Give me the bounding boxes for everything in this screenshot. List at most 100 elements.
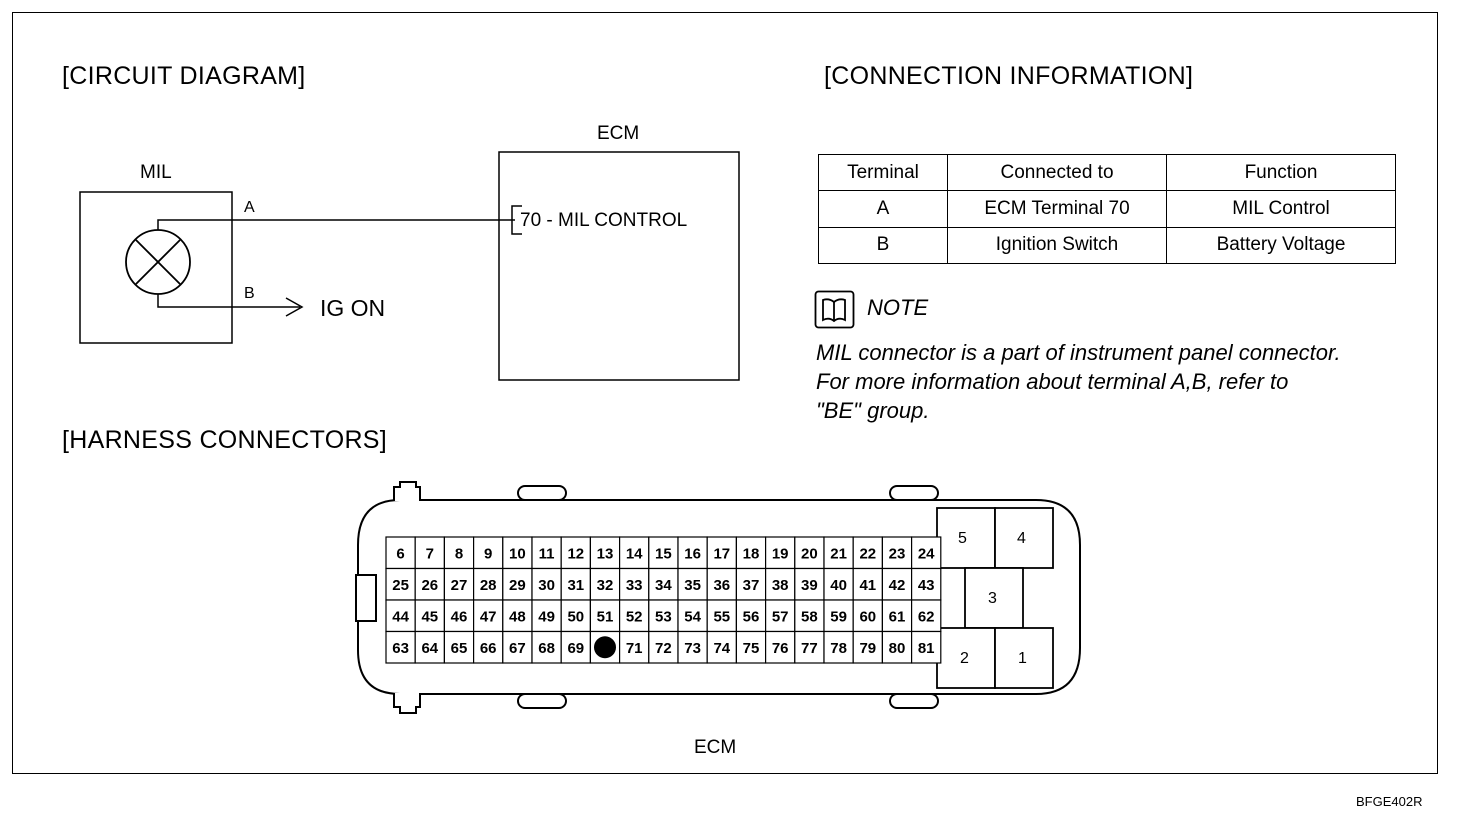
- table-row: B Ignition Switch Battery Voltage: [818, 226, 1396, 265]
- pin-cell: [735, 536, 767, 570]
- figure-code: BFGE402R: [1356, 794, 1423, 809]
- connector-latch-top: [393, 481, 421, 501]
- pin-number: 69: [567, 640, 584, 657]
- diagram-frame: [12, 12, 1438, 774]
- pin-number: 81: [918, 640, 935, 657]
- connector-tab: [517, 693, 567, 709]
- pin-number: 51: [597, 608, 614, 625]
- ig-on-label: IG ON: [320, 295, 386, 321]
- pin-cell: [648, 567, 679, 601]
- pin-cell: [473, 630, 504, 664]
- pin-number: 57: [772, 608, 789, 625]
- pin-number: 34: [655, 577, 672, 594]
- pin-cell: [823, 599, 854, 633]
- pin-number: 27: [451, 577, 468, 594]
- pin-number: 8: [455, 545, 463, 562]
- pin-number: 32: [597, 577, 614, 594]
- pin-cell: [385, 630, 416, 664]
- pin-number: 30: [538, 577, 555, 594]
- pin-number: 17: [713, 545, 730, 562]
- ecm-box: [498, 151, 740, 381]
- pin-cell: [852, 567, 884, 601]
- pin-cell: [677, 599, 708, 633]
- pin-number: 28: [480, 577, 497, 594]
- pin-cell: [677, 536, 708, 570]
- pin-number: 45: [421, 608, 438, 625]
- cell-function: Battery Voltage: [1166, 226, 1396, 265]
- pin-cell: [618, 567, 650, 601]
- pin-cell: [794, 630, 825, 664]
- mil-box: [79, 191, 233, 344]
- harness-connectors-title: [HARNESS CONNECTORS]: [62, 426, 388, 454]
- lamp-cross-2: [135, 239, 181, 285]
- connector-tab: [517, 485, 567, 501]
- pin-cell: [560, 567, 592, 601]
- big-pin-2: [936, 627, 996, 689]
- pin-number: 42: [889, 577, 906, 594]
- pin-number: 52: [626, 608, 643, 625]
- pin-number: 71: [626, 640, 643, 657]
- pin-number: 58: [801, 608, 818, 625]
- pin-number: 40: [830, 577, 847, 594]
- wire-a-label: A: [244, 199, 255, 216]
- pin-number: 38: [772, 577, 789, 594]
- header-connected-to: Connected to: [947, 153, 1167, 192]
- pin-cell: [677, 567, 708, 601]
- pin-number: 14: [626, 545, 643, 562]
- big-pin-label: 2: [960, 650, 969, 667]
- pin-number: 50: [567, 608, 584, 625]
- note-heading: NOTE: [867, 295, 929, 320]
- pin-cell: [881, 536, 913, 570]
- pin-cell: [764, 630, 796, 664]
- harness-ecm-label: ECM: [694, 737, 737, 758]
- wire-b-label: B: [244, 285, 255, 302]
- pin-number: 60: [859, 608, 876, 625]
- pin-cell: [589, 567, 621, 601]
- wire-b: [157, 294, 300, 308]
- pin-number: 19: [772, 545, 789, 562]
- pin-number: 46: [451, 608, 468, 625]
- pin-number: 68: [538, 640, 555, 657]
- pin-cell: [910, 567, 942, 601]
- pin-cell: [881, 567, 913, 601]
- circuit-diagram-title: [CIRCUIT DIAGRAM]: [62, 62, 306, 90]
- pin-cell: [764, 567, 796, 601]
- big-pin-4: [994, 507, 1054, 569]
- wire-a: [157, 219, 515, 230]
- pin-cell: [385, 599, 416, 633]
- big-pin-label: 5: [958, 530, 967, 547]
- highlighted-pin-dot: [594, 636, 616, 659]
- pin-number: 23: [889, 545, 906, 562]
- pin-cell: [443, 536, 475, 570]
- pin-number: 25: [392, 577, 409, 594]
- arrow-icon: [285, 297, 304, 317]
- pin-number: 12: [567, 545, 584, 562]
- pin-number: 22: [859, 545, 876, 562]
- pin-cell: [414, 536, 446, 570]
- big-pin-3: [964, 567, 1024, 629]
- connection-info-title: [CONNECTION INFORMATION]: [824, 62, 1194, 90]
- pin-number: 61: [889, 608, 906, 625]
- connector-latch-bottom: [393, 693, 421, 714]
- pin-number: 59: [830, 608, 847, 625]
- pin-cell: [385, 567, 416, 601]
- pin-cell: [677, 630, 708, 664]
- pin-number: 11: [539, 545, 555, 562]
- pin-number: 53: [655, 608, 672, 625]
- ecm-terminal-label: 70 - MIL CONTROL: [520, 210, 688, 231]
- pin-number: 6: [396, 545, 404, 562]
- table-header-row: Terminal Connected to Function: [818, 153, 1396, 192]
- pin-number: 54: [684, 608, 701, 625]
- pin-number: 24: [918, 545, 935, 562]
- pin-cell: [852, 630, 884, 664]
- header-function: Function: [1166, 153, 1396, 192]
- pin-number: 33: [626, 577, 643, 594]
- pin-number: 76: [772, 640, 789, 657]
- pin-number: 41: [859, 577, 876, 594]
- pin-number: 18: [743, 545, 760, 562]
- connection-table: Terminal Connected to Function A ECM Ter…: [818, 153, 1396, 265]
- pin-number: 80: [889, 640, 906, 657]
